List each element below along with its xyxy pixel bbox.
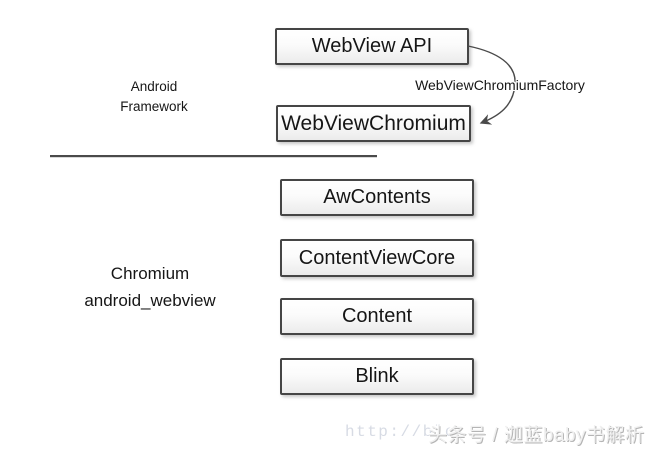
section-divider-line — [50, 155, 377, 157]
label-android-framework-line2: Framework — [120, 99, 188, 114]
label-chromium-android-webview: Chromium android_webview — [40, 260, 260, 314]
watermark-credit-text: 头条号 / 迦蓝baby书解析 — [428, 425, 645, 446]
box-webview-chromium-label: WebViewChromium — [281, 111, 466, 135]
box-blink-label: Blink — [355, 365, 399, 387]
box-content-view-core-label: ContentViewCore — [298, 246, 456, 269]
box-aw-contents-label: AwContents — [323, 186, 431, 208]
box-content: Content — [280, 298, 474, 335]
watermark-url-text: http://blo — [345, 423, 457, 441]
label-chromium-line2: android_webview — [84, 291, 216, 310]
connector-label: WebViewChromiumFactory — [415, 77, 585, 93]
label-chromium-line1: Chromium — [110, 264, 190, 283]
box-webview-api: WebView API — [275, 28, 469, 65]
box-blink: Blink — [280, 358, 474, 395]
box-webview-chromium: WebViewChromium — [276, 105, 471, 142]
box-webview-api-label: WebView API — [311, 35, 433, 57]
box-aw-contents: AwContents — [280, 179, 474, 216]
box-content-label: Content — [341, 305, 413, 327]
label-android-framework-line1: Android — [130, 79, 178, 94]
label-android-framework: Android Framework — [54, 77, 254, 117]
box-content-view-core: ContentViewCore — [280, 239, 474, 277]
curved-arrow-connector — [467, 45, 516, 125]
